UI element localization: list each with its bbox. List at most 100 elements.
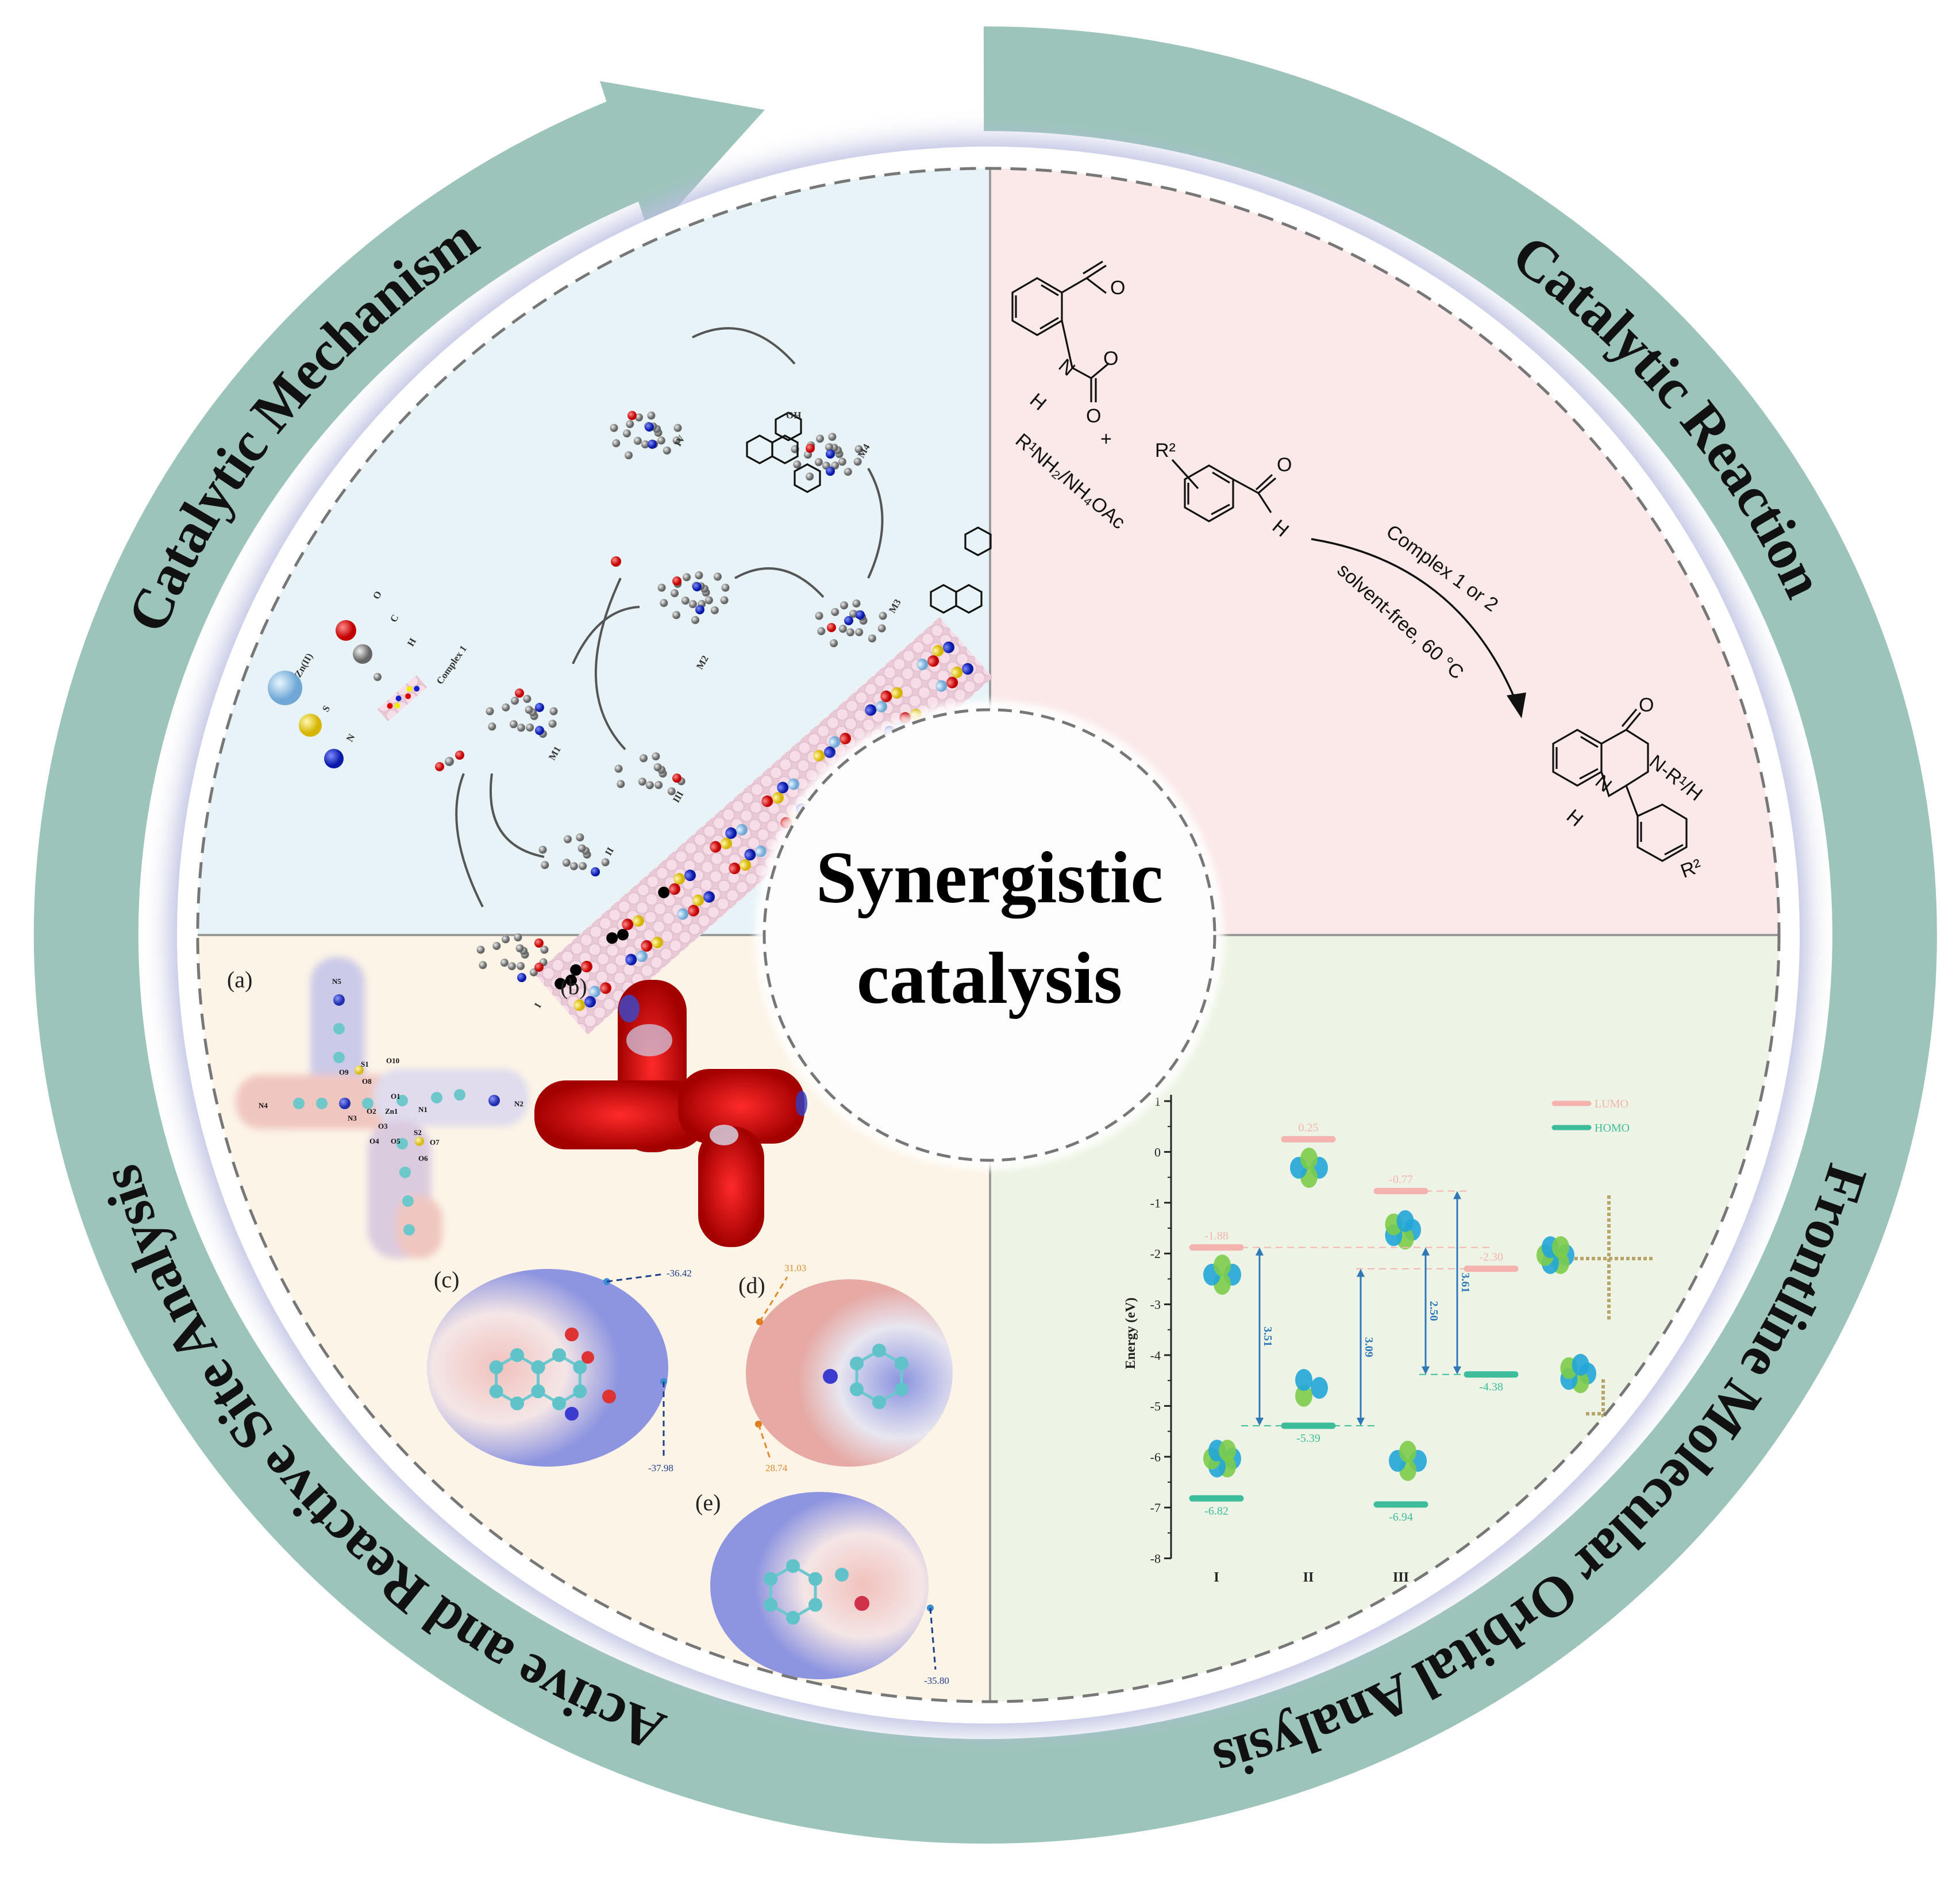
slab-atom (761, 795, 773, 807)
carbon-atom (667, 787, 676, 795)
slab-atom (744, 849, 756, 861)
oxygen-atom (565, 1328, 579, 1341)
slab-atom (641, 940, 653, 952)
carbon-atom (510, 1397, 524, 1410)
slab-atom (840, 733, 852, 745)
carbon-atom (835, 1568, 849, 1582)
y-axis-label: Energy (eV) (1123, 1298, 1138, 1369)
carbon-atom (564, 835, 572, 844)
y-tick-label: -3 (1150, 1298, 1161, 1312)
carbon-atom (815, 611, 823, 620)
hetero-atom (535, 703, 544, 712)
intermediate-oh-label: OH (786, 410, 801, 421)
carbon-atom (576, 833, 584, 842)
atom-legend: Zn(II) S N O C H Complex 1 (268, 589, 469, 768)
slab-atom (736, 824, 748, 836)
complex-a-atom (333, 1023, 345, 1034)
complex-a-atom (488, 1095, 500, 1106)
slab-atom (740, 859, 752, 871)
carbon-atom (507, 962, 516, 971)
oxygen-atom (602, 1390, 616, 1403)
carbon-atom (538, 845, 547, 854)
complex-a-atom (454, 1089, 465, 1101)
carbon-atom (672, 436, 681, 445)
orbital-lobe (1399, 1441, 1416, 1463)
molecule-M2 (657, 571, 730, 624)
water-oxygen (611, 556, 621, 567)
carbon-atom (492, 941, 501, 950)
plus-sign: + (1100, 428, 1112, 450)
carbon-atom (825, 443, 834, 452)
hetero-atom (645, 422, 654, 432)
molecule-II (538, 833, 610, 876)
carbon-atom (879, 611, 887, 620)
slab-atom (684, 870, 696, 882)
carbon-atom (569, 862, 578, 871)
carbon-atom (673, 424, 682, 432)
carbon-atom (710, 606, 719, 614)
hetero-atom (535, 726, 544, 735)
esp-atom-label: O7 (430, 1138, 440, 1147)
esp-atom-label: S2 (414, 1128, 422, 1137)
complex-a-sulfur (355, 1065, 364, 1075)
homo-value-label: -6.94 (1389, 1511, 1413, 1524)
carbon-atom (786, 1559, 800, 1573)
slab-atom (876, 701, 888, 713)
esp-atom-label: N1 (418, 1105, 428, 1114)
complex-a-atom (333, 1052, 345, 1063)
slab-atom (946, 676, 958, 688)
carbon-atom (488, 722, 496, 731)
carbon-atom (816, 434, 825, 443)
product-o: O (1639, 694, 1654, 716)
carbon-atom (509, 720, 518, 729)
orbital-lobe (1552, 1236, 1569, 1259)
hetero-atom (844, 616, 853, 625)
carbon-atom (671, 589, 679, 598)
carbon-atom (853, 457, 862, 466)
carbon-atom (500, 959, 509, 967)
esp-c-value-top: -36.42 (667, 1268, 692, 1279)
legend-zn-sphere (268, 671, 302, 705)
carbon-atom (683, 573, 691, 582)
carbon-atom (502, 935, 510, 944)
carbon-atom (652, 752, 660, 761)
carbon-atom (525, 706, 533, 714)
orbital-lobe (1295, 1369, 1312, 1391)
esp-atom-label: O9 (339, 1068, 349, 1076)
arrow-M2-to-M3 (734, 567, 825, 598)
carbon-atom (721, 583, 730, 592)
cycle-ring (33, 26, 1937, 1844)
hetero-atom (692, 582, 702, 591)
hetero-atom (648, 440, 657, 449)
carbon-atom (523, 695, 532, 703)
orbital-lobe (1300, 1148, 1318, 1170)
center-title-line2: catalysis (857, 937, 1122, 1019)
carbon-atom (510, 1348, 524, 1362)
lumo-value-label: -0.77 (1389, 1173, 1413, 1186)
x-category-label: III (1393, 1570, 1409, 1585)
aldehyde-o: O (1277, 454, 1292, 476)
carbon-atom (814, 458, 823, 467)
complex-a-atom (333, 994, 345, 1006)
slab-atom (788, 778, 800, 790)
esp-map-e (710, 1492, 929, 1679)
slab-atom (573, 999, 586, 1011)
molecule-M1 (486, 688, 558, 738)
carbon-atom (838, 625, 847, 633)
esp-atom-label: N5 (332, 977, 341, 986)
slab-atom (772, 792, 784, 804)
complex-a-atom (362, 1098, 373, 1109)
slab-atom (725, 827, 737, 839)
esp-panel-a-label: (a) (227, 967, 252, 992)
esp-panel-d-label: (d) (738, 1272, 765, 1298)
esp-atom-label: N2 (514, 1099, 523, 1108)
esp-map-complex-b (534, 980, 807, 1247)
carbon-atom (552, 1397, 566, 1410)
isatoic-anhydride-structure (1011, 260, 1110, 402)
carbon-atom (641, 440, 649, 449)
slab-atom (865, 704, 877, 716)
reaction-arrowhead-icon (1507, 693, 1526, 718)
molecule-M3 (815, 599, 887, 648)
legend-s-sphere (299, 714, 322, 737)
carbon-atom (691, 615, 700, 624)
